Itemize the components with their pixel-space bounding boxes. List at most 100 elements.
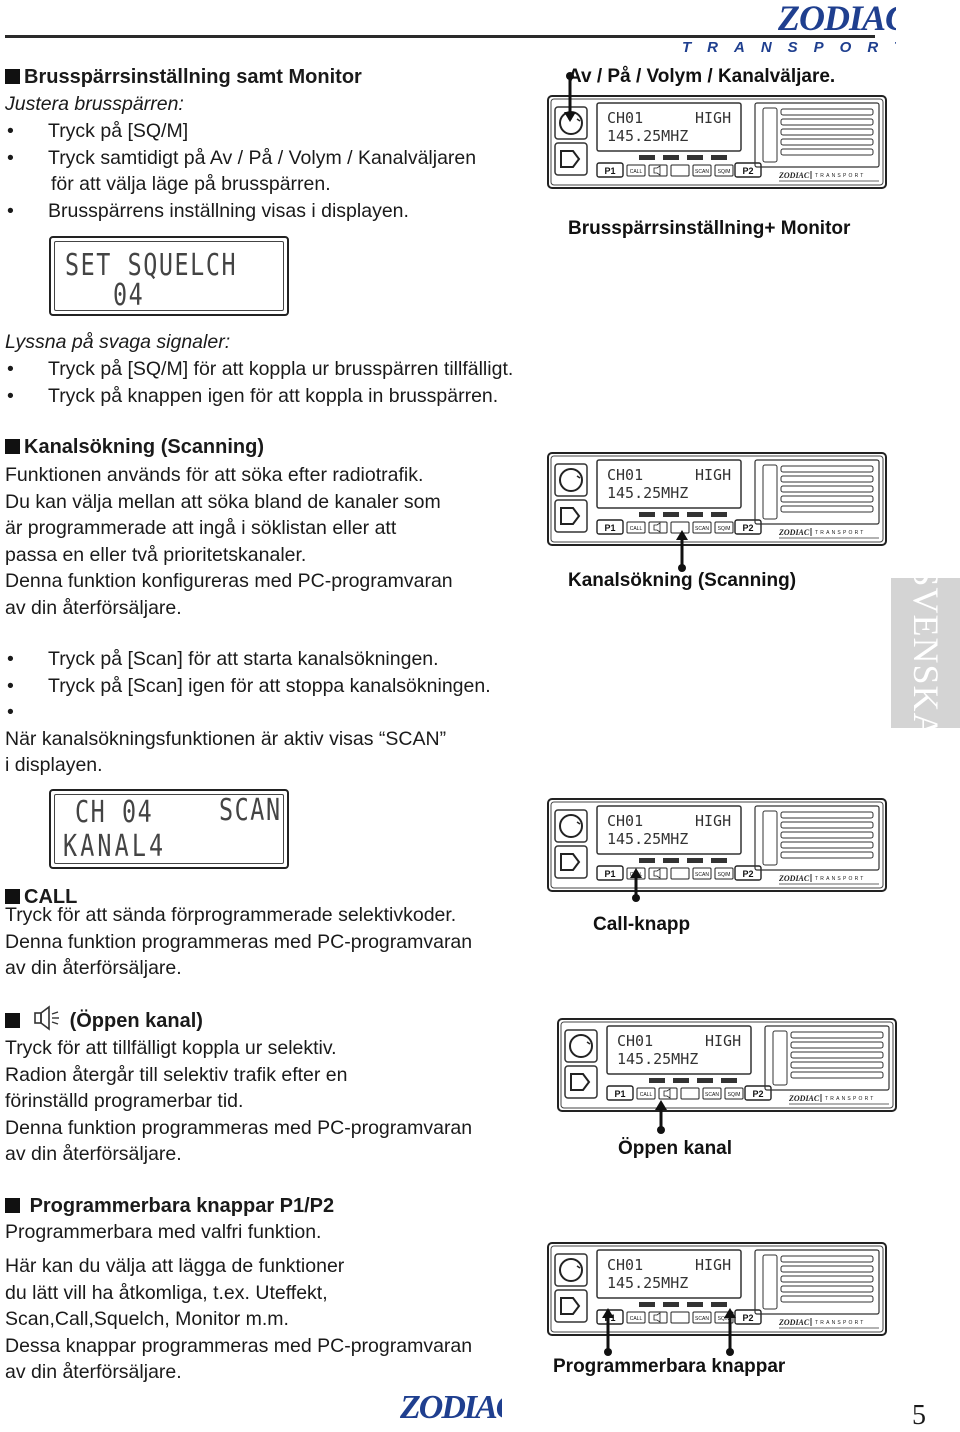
svg-text:ZODIAC: ZODIAC — [788, 1094, 820, 1103]
list-item: Tryck på [SQ/M] — [5, 118, 476, 145]
callout-line-3 — [630, 868, 642, 902]
squelch-heading: Brusspärrsinställning samt Monitor — [5, 64, 362, 90]
caption-programmable: Programmerbara knappar — [553, 1356, 786, 1377]
callout-volume-knob: Av / På / Volym / Kanalväljare. — [568, 66, 836, 87]
svg-text:145.25MHZ: 145.25MHZ — [607, 830, 688, 848]
open-channel-heading: (Öppen kanal) — [5, 1005, 203, 1034]
radio-panel-figure-3: CH01 HIGH 145.25MHZ P1 CALL SCAN SQ/M P2… — [547, 798, 887, 893]
paragraph-line: Denna funktion programmeras med PC-progr… — [5, 930, 473, 953]
svg-text:TRANSPORT: TRANSPORT — [825, 1096, 876, 1102]
paragraph-line: förinställd programerbar tid. — [5, 1090, 244, 1112]
svg-text:ZODIAC: ZODIAC — [778, 874, 810, 883]
radio-panel-figure-1: CH01 HIGH 145.25MHZ P1 CALL SCAN SQ/M P2… — [547, 95, 887, 190]
svg-text:P1: P1 — [604, 523, 615, 533]
svg-text:CH01: CH01 — [607, 466, 643, 484]
paragraph-line: Scan,Call,Squelch, Monitor m.m. — [5, 1308, 289, 1330]
svg-text:ZODIAC: ZODIAC — [777, 0, 896, 38]
svg-text:SCAN: SCAN — [695, 872, 709, 878]
callout-line-1 — [564, 72, 576, 122]
lcd-line2: 04 — [113, 278, 145, 313]
svg-text:TRANSPORT: TRANSPORT — [815, 173, 866, 179]
heading-bullet-square — [5, 1013, 20, 1028]
list-item: Tryck på [SQ/M] för att koppla ur brussp… — [5, 356, 513, 383]
svg-text:P2: P2 — [742, 869, 753, 879]
language-side-tab: SVENSKA — [891, 566, 960, 740]
call-heading: CALL — [5, 884, 77, 910]
list-item-continuation: för att välja läge på brusspärren. — [51, 173, 331, 195]
scanning-bullets: Tryck på [Scan] för att starta kanalsökn… — [5, 646, 491, 779]
paragraph-line: är programmerade att ingå i söklistan el… — [5, 517, 397, 539]
paragraph-line: Tryck för att sända förprogrammerade sel… — [5, 904, 457, 926]
paragraph-line: Funktionen används för att söka efter ra… — [5, 464, 424, 486]
svg-text:SCAN: SCAN — [695, 526, 709, 532]
svg-text:SCAN: SCAN — [705, 1092, 719, 1098]
svg-text:P1: P1 — [604, 869, 615, 879]
lcd-line1: SET SQUELCH — [65, 248, 238, 283]
paragraph-line: Du kan välja mellan att söka bland de ka… — [5, 490, 441, 513]
list-item: Brusspärrens inställning visas i display… — [5, 198, 476, 225]
svg-text:P2: P2 — [742, 523, 753, 533]
programmable-body2: Här kan du välja att lägga de funktioner… — [5, 1253, 472, 1386]
lcd-line1-right: SCAN — [219, 793, 282, 828]
paragraph-line: passa en eller två prioritetskanaler. — [5, 543, 307, 566]
paragraph-line: Denna funktion programmeras med PC-progr… — [5, 1116, 473, 1139]
lcd-scan-display: CH 04 SCAN KANAL4 — [49, 789, 289, 869]
lcd-line1-left: CH 04 — [75, 795, 154, 830]
paragraph-line: Tryck för att tillfälligt koppla ur sele… — [5, 1037, 337, 1059]
list-item-empty — [5, 699, 491, 726]
paragraph-line: Programmerbara med valfri funktion. — [5, 1221, 322, 1243]
callout-line-2 — [676, 530, 688, 572]
programmable-heading: Programmerbara knappar P1/P2 — [5, 1193, 334, 1219]
heading-bullet-square — [5, 889, 20, 904]
svg-text:SCAN: SCAN — [695, 169, 709, 175]
svg-text:TRANSPORT: TRANSPORT — [815, 876, 866, 882]
scanning-body: Funktionen används för att söka efter ra… — [5, 462, 453, 621]
squelch-bullets: Tryck på [SQ/M] Tryck samtidigt på Av / … — [5, 118, 476, 224]
radio-panel-figure-2: CH01 HIGH 145.25MHZ P1 CALL SCAN SQ/M P2… — [547, 452, 887, 547]
list-item: Tryck samtidigt på Av / På / Volym / Kan… — [5, 145, 476, 172]
callout-line-4 — [655, 1100, 667, 1134]
list-item: Tryck på knappen igen för att koppla in … — [5, 383, 513, 410]
svg-text:HIGH: HIGH — [695, 466, 731, 484]
svg-text:P2: P2 — [742, 166, 753, 176]
paragraph-line: Denna funktion konfigureras med PC-progr… — [5, 570, 453, 592]
svg-text:ZODIAC: ZODIAC — [778, 171, 810, 180]
caption-call: Call-knapp — [593, 914, 691, 935]
paragraph-line: i displayen. — [5, 754, 103, 776]
paragraph-line: av din återförsäljare. — [5, 596, 182, 619]
svg-text:HIGH: HIGH — [695, 1256, 731, 1274]
svg-text:HIGH: HIGH — [705, 1032, 741, 1050]
header-rule — [5, 35, 875, 38]
svg-text:SQ/M: SQ/M — [728, 1092, 741, 1098]
svg-text:CALL: CALL — [630, 526, 643, 532]
svg-text:TRANSPORT: TRANSPORT — [682, 39, 896, 56]
svg-text:145.25MHZ: 145.25MHZ — [607, 1274, 688, 1292]
svg-text:CH01: CH01 — [607, 1256, 643, 1274]
svg-text:CALL: CALL — [640, 1092, 653, 1098]
page-number: 5 — [912, 1400, 926, 1431]
svg-text:SQ/M: SQ/M — [718, 169, 731, 175]
paragraph-line: du lätt vill ha åtkomliga, t.ex. Uteffek… — [5, 1281, 328, 1304]
caption-open-channel: Öppen kanal — [618, 1138, 733, 1159]
svg-text:HIGH: HIGH — [695, 109, 731, 127]
paragraph-line: av din återförsäljare. — [5, 1361, 182, 1383]
paragraph-line: av din återförsäljare. — [5, 1143, 182, 1165]
radio-panel-figure-4: CH01 HIGH 145.25MHZ P1 CALL SCAN SQ/M P2… — [557, 1018, 897, 1113]
svg-text:P1: P1 — [614, 1089, 625, 1099]
svg-text:P1: P1 — [604, 166, 615, 176]
caption-squelch: Brusspärrsinställning+ Monitor — [568, 218, 851, 239]
svg-text:CH01: CH01 — [607, 109, 643, 127]
programmable-body: Programmerbara med valfri funktion. — [5, 1219, 321, 1246]
heading-bullet-square — [5, 69, 20, 84]
list-item: Tryck på [Scan] igen för att stoppa kana… — [5, 673, 491, 700]
lcd-line2: KANAL4 — [63, 829, 167, 864]
caption-scanning: Kanalsökning (Scanning) — [568, 570, 797, 591]
paragraph-line: När kanalsökningsfunktionen är aktiv vis… — [5, 727, 447, 750]
heading-bullet-square — [5, 1198, 20, 1213]
svg-text:145.25MHZ: 145.25MHZ — [607, 127, 688, 145]
svg-text:P2: P2 — [742, 1313, 753, 1323]
call-body: Tryck för att sända förprogrammerade sel… — [5, 902, 472, 982]
svg-text:TRANSPORT: TRANSPORT — [815, 1320, 866, 1326]
header-logo: ZODIAC TRANSPORT — [676, 0, 911, 56]
svg-text:145.25MHZ: 145.25MHZ — [607, 484, 688, 502]
